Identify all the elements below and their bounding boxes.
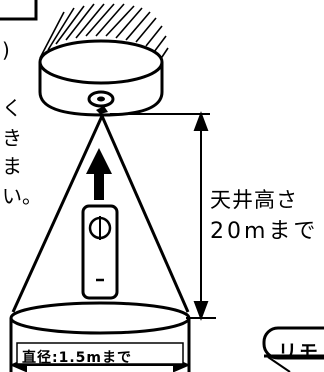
left-edge-text-4: ま: [2, 154, 22, 178]
remote-tab-label: リモ: [278, 341, 321, 363]
sensor-window: [87, 90, 115, 114]
sensor-unit: [38, 39, 164, 117]
ceiling-height-label: 天井高さ: [210, 188, 298, 212]
frame-corner: [0, 0, 38, 21]
left-edge-text-5: い。: [2, 184, 42, 208]
ceiling-hatch: [39, 3, 169, 61]
up-arrow-icon: [86, 148, 112, 200]
left-edge-text-1: ): [2, 38, 10, 62]
diameter-label: 直径:1.5mまで: [22, 350, 132, 366]
left-edge-text-2: く: [2, 96, 22, 120]
remote-control: [81, 204, 119, 300]
diameter-label-box: [16, 342, 184, 365]
remote-tab-frame: [262, 326, 324, 372]
reception-cone: [11, 115, 190, 313]
ceiling-height-value: 20mまで: [210, 219, 319, 244]
left-edge-text-3: き: [2, 126, 22, 150]
ceiling-height-dimension: [110, 111, 216, 321]
